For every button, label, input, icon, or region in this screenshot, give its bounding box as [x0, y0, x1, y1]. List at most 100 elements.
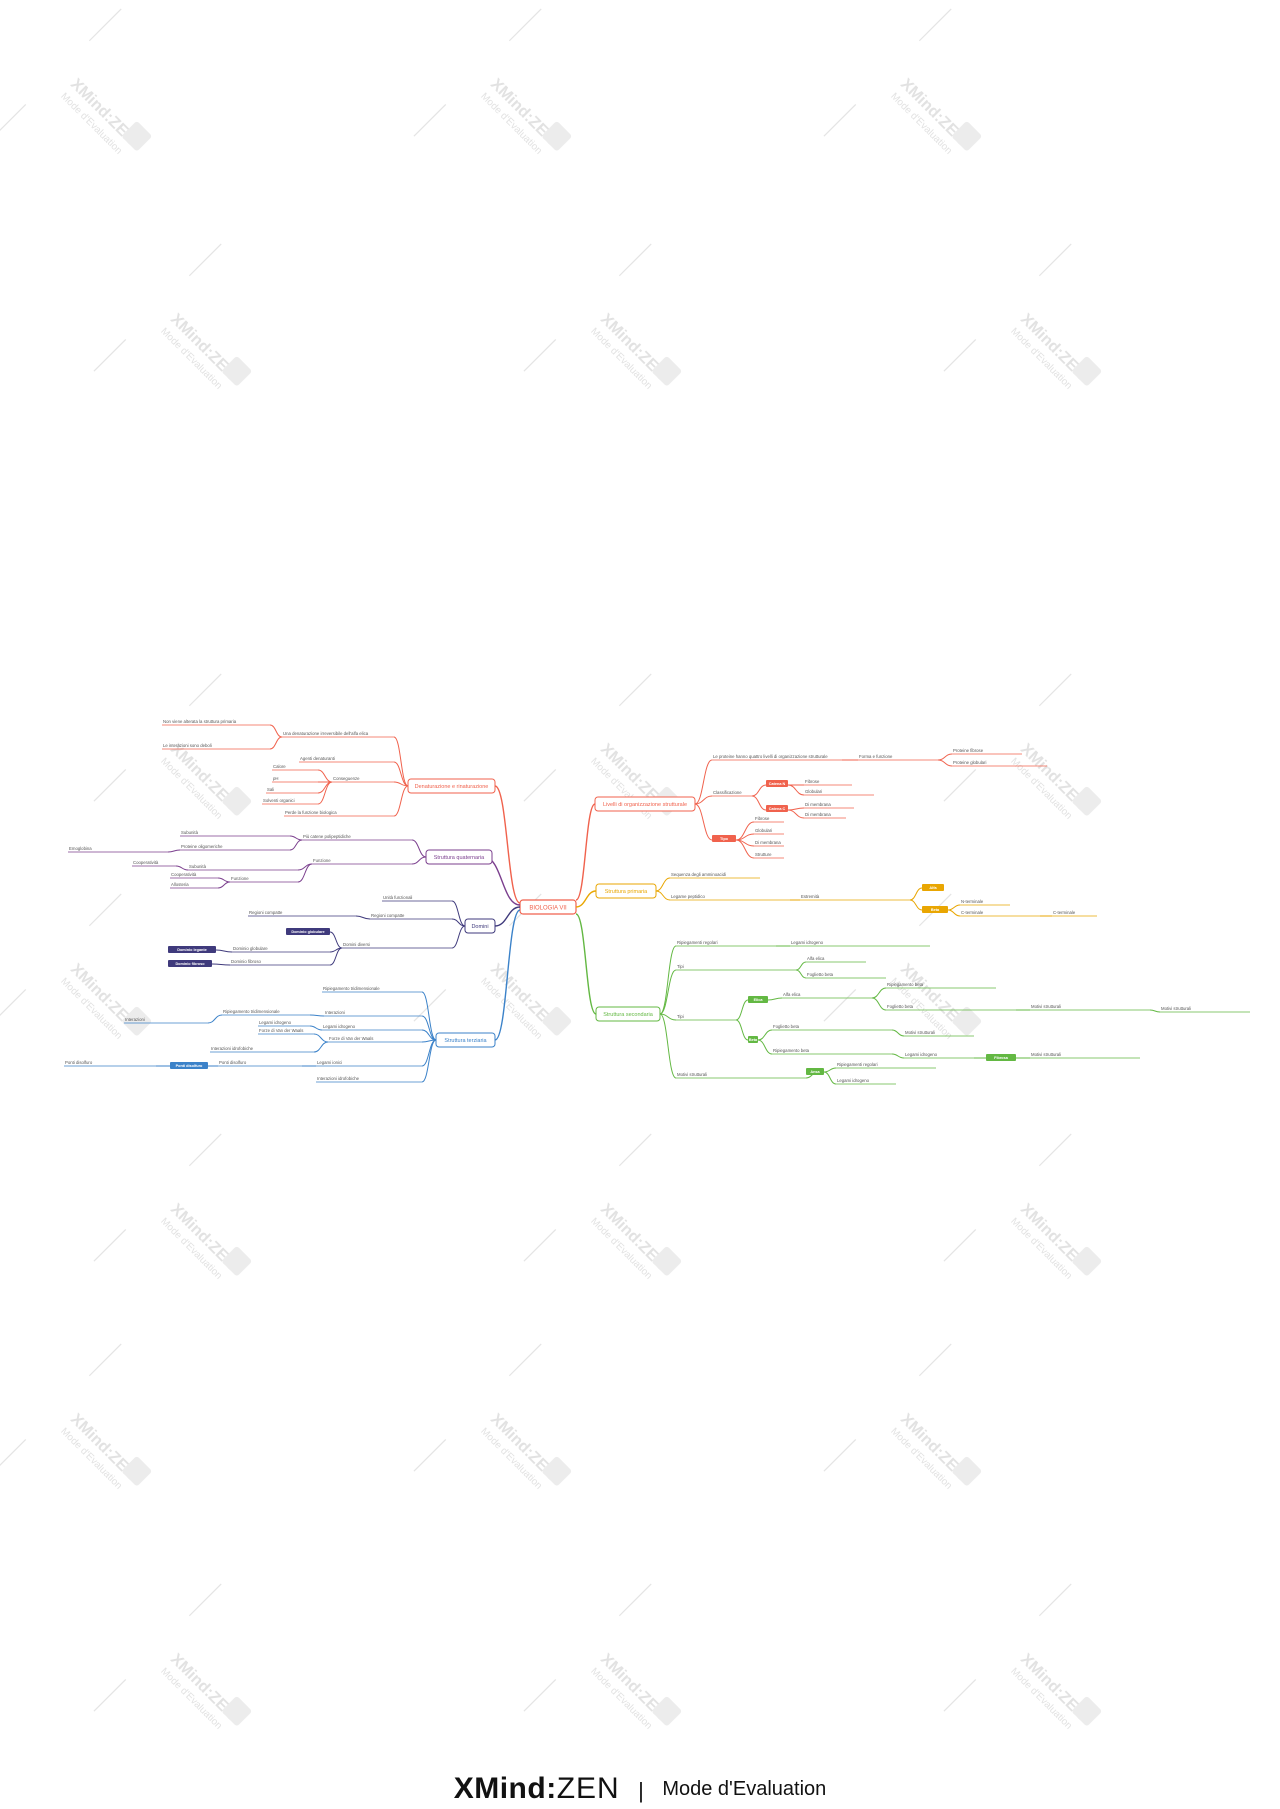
- watermark-dash: [188, 673, 222, 707]
- watermark-dash: [93, 338, 127, 372]
- watermark-dash: [918, 1343, 952, 1377]
- watermark-dash: [188, 243, 222, 277]
- connector-line: [329, 947, 343, 966]
- watermark-dash: [88, 1343, 122, 1377]
- topic-l3d: Di membrana: [805, 812, 831, 817]
- connector-line: [393, 761, 409, 787]
- topic-d4: Perde la funzione biologica: [285, 810, 337, 815]
- watermark-dash: [618, 673, 652, 707]
- topic-dm2: Regioni compatte: [371, 913, 405, 918]
- connector-line: [217, 877, 231, 883]
- tag-beta-2-tag-label: Beta: [749, 1038, 758, 1042]
- topic-s4-c: Motivi strutturali: [905, 1030, 935, 1035]
- topic-q3: Proteine oligomeriche: [181, 844, 223, 849]
- brand-name-bold: XMind: [453, 1772, 547, 1805]
- connector-line: [659, 1013, 677, 1021]
- topic-s3: Tipi: [677, 964, 684, 969]
- watermark-dash: [943, 1228, 977, 1262]
- topic-t4-b: Forze di Van der Waals: [259, 1028, 303, 1033]
- brand-colon: :: [546, 1772, 557, 1805]
- connector-line: [297, 863, 313, 883]
- tag-beta-2-tag: [748, 1036, 758, 1043]
- branch-denat: Denaturazione e rinaturazione: [415, 784, 489, 790]
- watermark-dash: [823, 988, 857, 1022]
- watermark-dash: [523, 1228, 557, 1262]
- topic-q1: Più catene polipeptidiche: [303, 834, 351, 839]
- watermark-logo-icon: [952, 121, 982, 151]
- connector-line: [655, 890, 671, 901]
- topic-dm3b: Dominio fibroso: [231, 959, 261, 964]
- connector-line: [823, 1071, 837, 1085]
- connector-line: [309, 1025, 323, 1031]
- watermark-logo-icon: [952, 1006, 982, 1036]
- brand-name-light: ZEN: [556, 1772, 620, 1805]
- connector-line: [494, 785, 521, 904]
- tag-ansa-tag-label: Ansa: [810, 1070, 820, 1074]
- topic-s4: Motivi strutturali: [1031, 1004, 1061, 1009]
- tag-catena-n-tag: [766, 780, 788, 787]
- watermark-dash: [943, 338, 977, 372]
- tag-dominio-fibroso-tag: [168, 960, 212, 967]
- watermark-dash: [413, 103, 447, 137]
- tag-beta-tag: [922, 906, 948, 913]
- tag-catena-n-tag-label: Catena N: [769, 782, 786, 786]
- connector-line: [1149, 1009, 1161, 1013]
- tag-catena-c-tag: [766, 805, 788, 812]
- connector-line: [871, 987, 887, 999]
- connector-line: [795, 961, 807, 971]
- tag-alfa-tag-label: Alfa: [929, 886, 937, 890]
- topic-d2d: Solventi organici: [263, 798, 295, 803]
- topic-t2-b: Interazioni: [125, 1017, 145, 1022]
- connector-line: [655, 877, 671, 892]
- topic-q2-b: Subunità: [189, 864, 207, 869]
- tag-ponti-disolfuro-tag-label: Ponti disolfuro: [176, 1064, 203, 1068]
- connector-line: [735, 839, 755, 859]
- connector-line: [787, 807, 805, 811]
- connector-line: [751, 784, 767, 797]
- tag-fibrosa-tag-label: Fibrosa: [994, 1056, 1009, 1060]
- watermark-dash: [523, 768, 557, 802]
- watermark-logo-icon: [222, 786, 252, 816]
- branch-prim: Struttura primaria: [605, 889, 648, 895]
- connector-line: [947, 904, 961, 911]
- connector-line: [891, 1029, 905, 1037]
- tag-fibrosa-tag: [986, 1054, 1016, 1061]
- tag-tipo-tag: [712, 835, 736, 842]
- watermark-logo-icon: [952, 1456, 982, 1486]
- connector-line: [289, 839, 303, 851]
- topic-l4d: Strutture: [755, 852, 772, 857]
- evaluation-mode-label: Mode d'Evaluation: [662, 1778, 827, 1800]
- topic-s4-b: Motivi strutturali: [1161, 1006, 1191, 1011]
- topic-d1b: Le interazioni sono deboli: [163, 743, 212, 748]
- topic-dm3: Domini diversi: [343, 942, 370, 947]
- topic-dm1: Unità funzionali: [383, 895, 412, 900]
- watermark-dash: [618, 1583, 652, 1617]
- topic-p2: Legame peptidico: [671, 894, 706, 899]
- connector-line: [313, 1041, 329, 1053]
- topic-d2: Agenti denaturanti: [300, 756, 335, 761]
- topic-s3-2: Tipi: [677, 1014, 684, 1019]
- topic-p3b: C-terminale: [961, 910, 984, 915]
- connector-line: [167, 849, 181, 853]
- topic-t1: Ripiegamento tridimensionale: [323, 986, 380, 991]
- topic-s2: Legami idrogeno: [791, 940, 824, 945]
- watermark-dash: [523, 1678, 557, 1712]
- connector-line: [421, 1015, 437, 1041]
- connector-line: [215, 949, 233, 953]
- connector-line: [393, 781, 409, 787]
- branch-terz: Struttura terziaria: [444, 1038, 487, 1044]
- connector-line: [289, 835, 303, 841]
- connector-line: [823, 1067, 837, 1073]
- topic-d2c: Sali: [267, 787, 274, 792]
- root-topic: BIOLOGIA VII: [529, 906, 567, 912]
- topic-l2b: Proteine globulari: [953, 760, 986, 765]
- watermark-dash: [1038, 673, 1072, 707]
- topic-dm2-b: Regioni compatte: [249, 910, 283, 915]
- connector-line: [317, 781, 333, 805]
- watermark-dash: [188, 1583, 222, 1617]
- tag-tipo-tag-label: Tipo: [720, 837, 729, 841]
- watermark-dash: [188, 1133, 222, 1167]
- topic-l3a: Fibrose: [805, 779, 820, 784]
- connector-line: [575, 913, 597, 1015]
- topic-p3a: N-terminale: [961, 899, 984, 904]
